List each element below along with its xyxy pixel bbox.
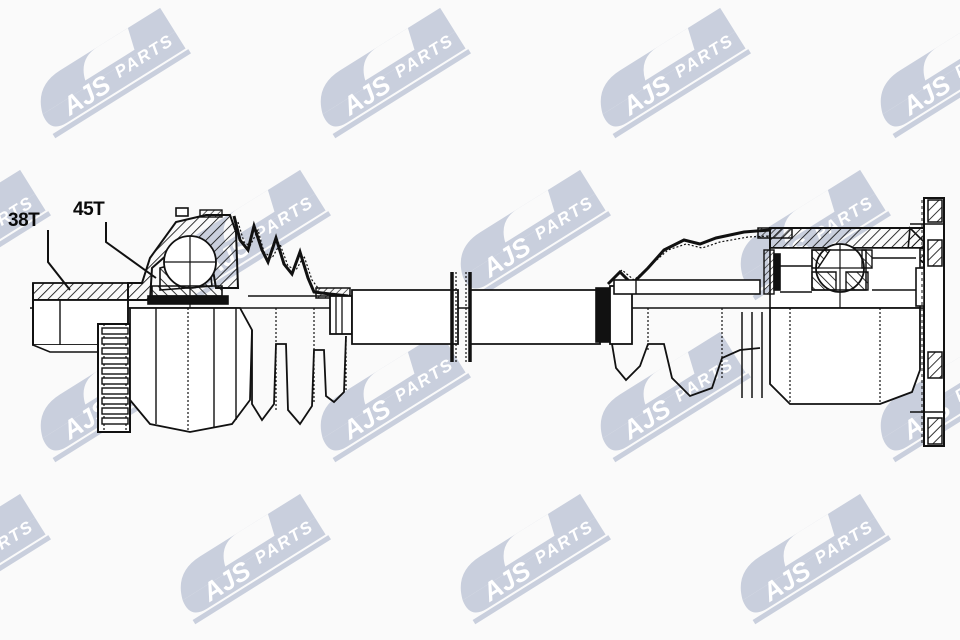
leader-45t [105,222,157,279]
label-leader-lines [47,222,157,291]
inner-joint-mounting-flange [910,197,945,447]
label-spline-outer-38t: 38T [8,210,40,231]
inner-joint-housing [741,226,931,405]
inner-joint-stem [613,279,761,295]
intermediate-shaft [329,272,633,362]
outer-cv-boot [232,215,351,426]
shaft-break-symbol [450,272,472,362]
leader-38t [47,230,71,291]
label-spline-inner-45t: 45T [73,199,105,220]
outer-joint-bell-housing [127,207,253,433]
